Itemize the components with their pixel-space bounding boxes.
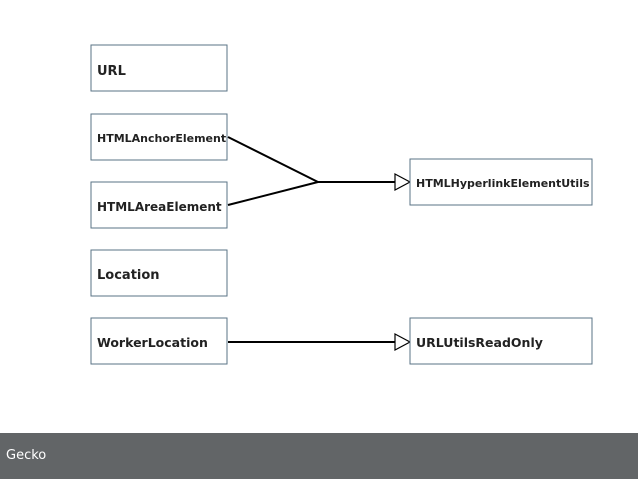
box-label-anchor: HTMLAnchorElement bbox=[97, 132, 226, 145]
box-url: URL bbox=[90, 44, 228, 92]
box-label-hyperlink: HTMLHyperlinkElementUtils bbox=[416, 177, 590, 190]
connector-area bbox=[227, 181, 319, 206]
box-location: Location bbox=[90, 249, 228, 297]
box-label-area: HTMLAreaElement bbox=[97, 200, 222, 214]
connector-anchor bbox=[227, 136, 319, 183]
arrowhead-urlutils bbox=[394, 333, 412, 351]
box-label-location: Location bbox=[97, 268, 160, 283]
box-area: HTMLAreaElement bbox=[90, 181, 228, 229]
box-label-url: URL bbox=[97, 64, 126, 79]
box-anchor: HTMLAnchorElement bbox=[90, 113, 228, 161]
footer-bar: Gecko bbox=[0, 433, 638, 479]
inheritance-diagram: URL HTMLAnchorElement HTMLAreaElement Lo… bbox=[90, 44, 593, 365]
box-hyperlink: HTMLHyperlinkElementUtils bbox=[409, 158, 593, 206]
box-label-urlutils: URLUtilsReadOnly bbox=[416, 335, 543, 350]
arrowhead-hyperlink bbox=[394, 173, 412, 191]
box-worker: WorkerLocation bbox=[90, 317, 228, 365]
footer-label: Gecko bbox=[6, 448, 47, 463]
connector-lines bbox=[227, 136, 395, 343]
box-urlutils: URLUtilsReadOnly bbox=[409, 317, 593, 365]
box-label-worker: WorkerLocation bbox=[97, 335, 208, 350]
